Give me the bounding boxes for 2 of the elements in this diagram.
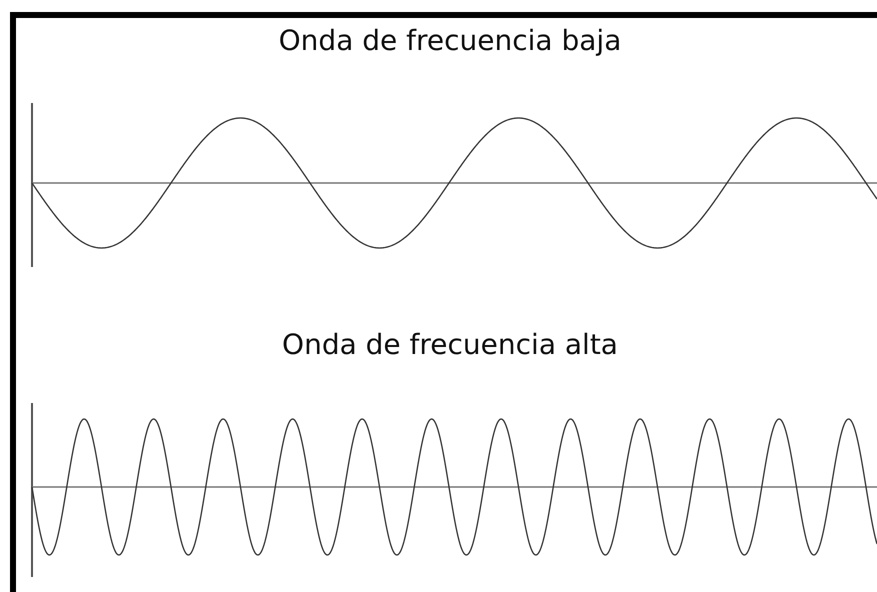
wave-title: Onda de frecuencia baja [278,24,622,57]
wave-title: Onda de frecuencia alta [282,328,618,361]
